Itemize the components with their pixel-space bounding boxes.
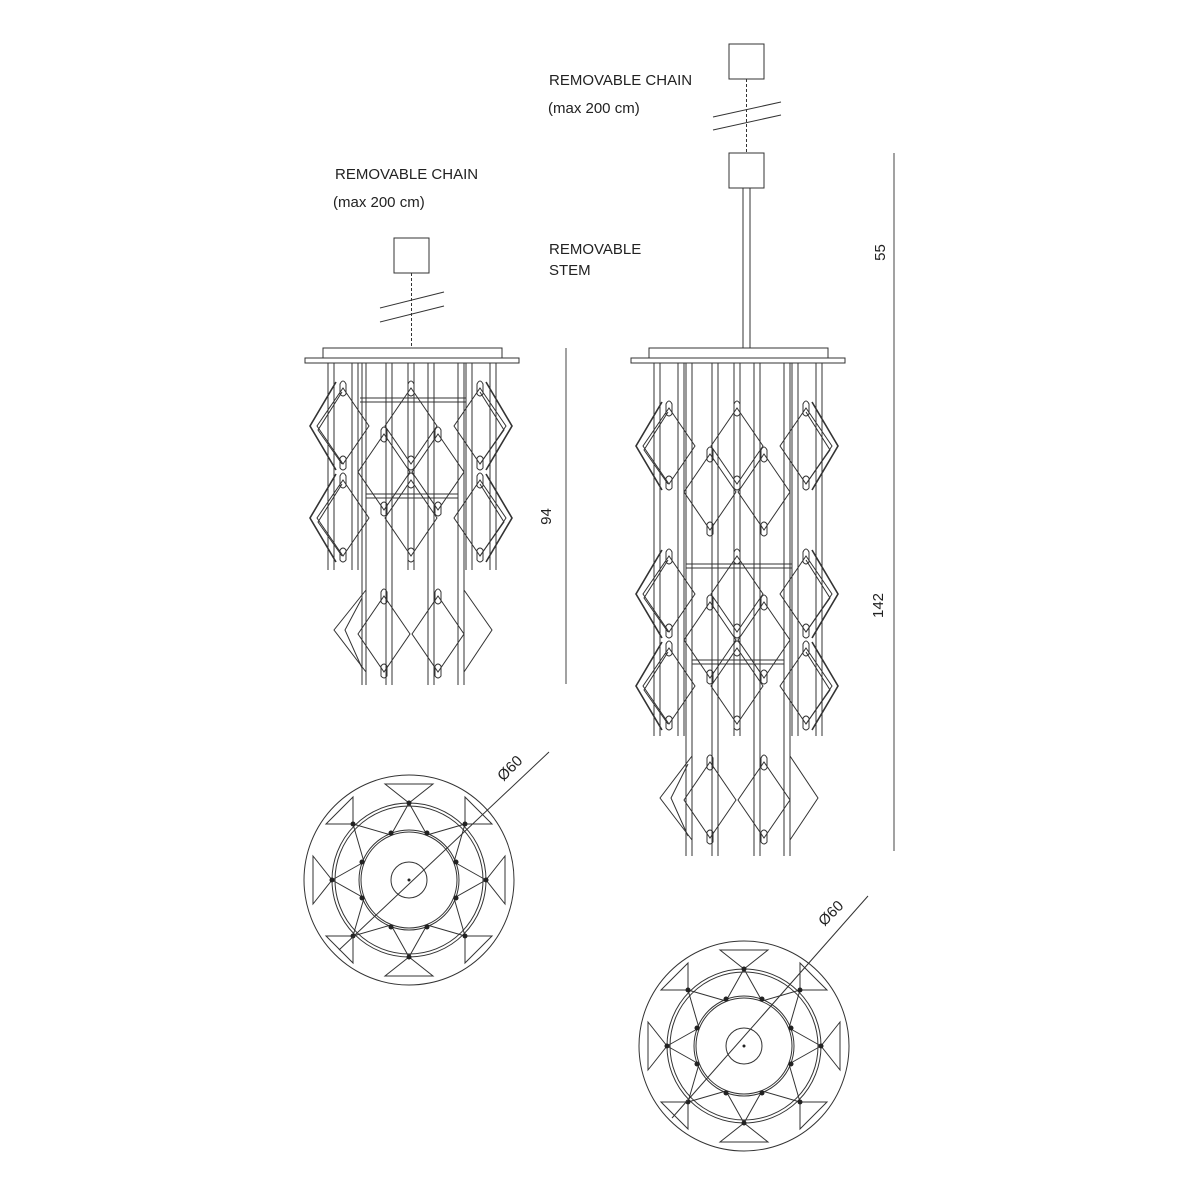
stem-label-line2: STEM xyxy=(549,262,591,279)
large-fixture-elevation xyxy=(630,43,846,856)
large-chain-max-label: (max 200 cm) xyxy=(548,100,640,117)
small-chain-label: REMOVABLE CHAIN xyxy=(335,166,479,183)
small-fixture-top-view xyxy=(303,751,550,986)
small-chain-max-label: (max 200 cm) xyxy=(333,194,425,211)
large-fixture-top-view xyxy=(638,895,869,1152)
stem-label-line1: REMOVABLE xyxy=(549,241,642,258)
small-fixture-elevation xyxy=(304,237,520,685)
large-chain-label: REMOVABLE CHAIN xyxy=(549,72,693,89)
